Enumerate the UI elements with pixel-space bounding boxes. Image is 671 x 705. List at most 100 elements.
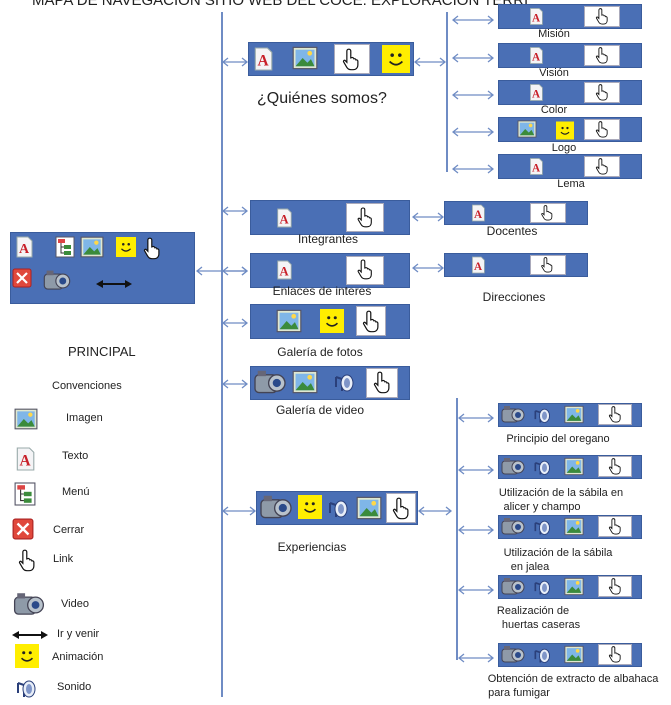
menu-icon (14, 481, 36, 507)
svg-text:A: A (279, 212, 288, 226)
direcciones-box[interactable] (444, 253, 588, 277)
image-icon (564, 517, 584, 536)
exp-item-4-label-line2: huertas caseras (501, 619, 581, 631)
svg-text:A: A (257, 53, 268, 70)
text-icon: A (275, 206, 293, 230)
legend-video-label: Video (61, 598, 89, 610)
bidirectional-arrow-icon (96, 279, 132, 289)
quienes-vertical-line (446, 12, 448, 172)
close-icon (12, 268, 32, 288)
image-icon (292, 46, 318, 70)
experiencias-item-connector (457, 522, 495, 535)
experiencias-item-connector (457, 582, 495, 595)
image-icon (564, 577, 584, 596)
sound-icon (532, 457, 552, 477)
exp-item-3-label-line1: Utilización de la sábila (503, 547, 613, 559)
mision-box[interactable] (498, 4, 642, 29)
link-icon (606, 517, 624, 535)
text-icon: A (14, 446, 36, 472)
text-icon: A (470, 204, 486, 222)
text-icon: A (528, 83, 544, 102)
legend-menu-label: Menú (62, 486, 90, 498)
experiencias-item-connector (457, 410, 495, 423)
video-icon (258, 493, 294, 523)
experiencias-label: Experiencias (277, 540, 347, 554)
link-icon (538, 256, 556, 273)
lema-box[interactable] (498, 154, 642, 179)
color-box[interactable] (498, 80, 642, 105)
animation-icon (556, 120, 574, 141)
link-icon (359, 309, 383, 333)
image-icon (564, 645, 584, 664)
link-icon (389, 496, 413, 520)
galeria-fotos-connector (221, 315, 249, 328)
video-icon (252, 368, 288, 398)
video-icon (500, 644, 526, 666)
link-icon (353, 206, 377, 228)
exp-item-5-label-line2: para fumigar (488, 687, 550, 699)
link-icon (593, 120, 611, 138)
link-icon (370, 370, 394, 394)
video-icon (42, 268, 72, 294)
video-icon (12, 590, 46, 620)
close-icon (12, 518, 34, 540)
sound-icon (532, 645, 552, 665)
svg-text:A: A (532, 88, 540, 100)
exp-item-2-label-line2: alicer y champo (503, 501, 581, 513)
svg-text:A: A (19, 242, 30, 257)
svg-text:A: A (474, 261, 482, 273)
principal-label: PRINCIPAL (68, 344, 136, 359)
exp-item-3-label-line2: en jalea (510, 561, 550, 573)
svg-text:A: A (532, 51, 540, 63)
link-icon (606, 405, 624, 423)
link-icon (338, 47, 364, 71)
svg-text:A: A (532, 12, 540, 24)
svg-text:A: A (532, 162, 540, 174)
video-icon (500, 404, 526, 426)
experiencias-item-connector (457, 462, 495, 475)
animation-icon (298, 494, 322, 520)
direcciones-label: Direcciones (482, 290, 546, 304)
vision-label: Visión (539, 67, 569, 79)
svg-text:A: A (279, 264, 288, 278)
enlaces-label: Enlaces de interes (272, 284, 372, 298)
link-icon (593, 7, 611, 25)
color-label: Color (540, 104, 568, 116)
lema-label: Lema (557, 178, 585, 190)
legend-animacion-label: Animación (52, 651, 104, 663)
image-icon (517, 120, 537, 138)
vision-box[interactable] (498, 43, 642, 68)
link-icon (593, 46, 611, 64)
animation-icon (116, 234, 136, 260)
experiencias-item-connector (457, 650, 495, 663)
text-icon: A (14, 236, 34, 258)
bidirectional-arrow-icon (12, 630, 48, 640)
link-icon (593, 157, 611, 175)
link-icon (606, 457, 624, 475)
menu-icon (54, 236, 76, 258)
image-icon (292, 370, 318, 394)
logo-label: Logo (551, 142, 577, 154)
sound-icon (532, 517, 552, 537)
legend-title: Convenciones (52, 380, 122, 392)
link-icon (353, 258, 377, 280)
docentes-label: Docentes (486, 224, 538, 238)
exp-item-4-label-line1: Realización de (496, 605, 570, 617)
image-icon (80, 236, 104, 258)
video-icon (500, 516, 526, 538)
docentes-connector (411, 209, 445, 222)
image-icon (276, 309, 302, 333)
direcciones-connector (411, 260, 445, 273)
experiencias-right-connector (417, 503, 453, 516)
main-vertical-line (221, 12, 223, 697)
link-icon (606, 577, 624, 595)
text-icon: A (528, 157, 544, 176)
galeria-fotos-label: Galería de fotos (277, 345, 363, 359)
quienes-item-connector (451, 87, 495, 100)
enlaces-box[interactable] (250, 253, 410, 288)
integrantes-box[interactable] (250, 200, 410, 235)
experiencias-connector (221, 503, 257, 516)
sound-icon (326, 496, 350, 520)
docentes-box[interactable] (444, 201, 588, 225)
